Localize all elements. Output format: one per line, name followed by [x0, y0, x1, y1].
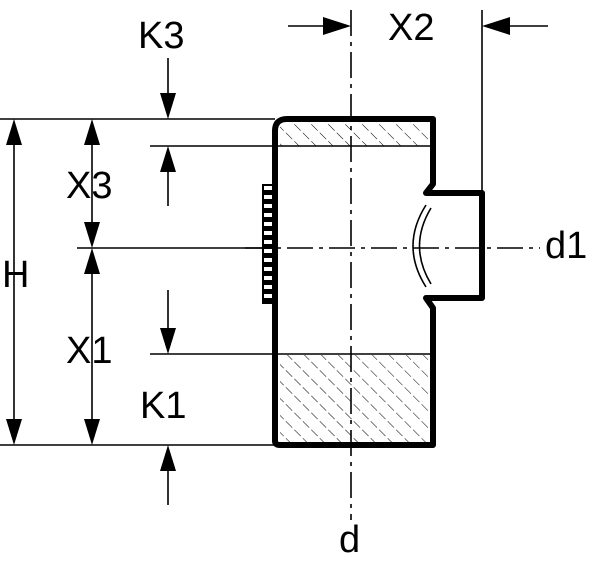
- label-h: H: [2, 254, 29, 296]
- dimension-x3: [84, 119, 100, 248]
- dimension-x2: [288, 17, 548, 35]
- label-x3: X3: [66, 165, 112, 207]
- label-x1: X1: [66, 330, 112, 372]
- upper-socket-hatch: [280, 121, 431, 146]
- grip-rib: [263, 199, 275, 204]
- label-d1: d1: [545, 225, 587, 267]
- label-k3: K3: [138, 15, 184, 57]
- fitting-body: [272, 116, 485, 448]
- grip-rib: [263, 208, 275, 213]
- grip-ribs: [262, 184, 275, 304]
- dimension-x1: [84, 248, 100, 445]
- label-d: d: [339, 519, 360, 561]
- grip-rib: [263, 298, 275, 303]
- dimension-h: [6, 119, 22, 445]
- label-x2: X2: [388, 7, 434, 49]
- dimension-k3: [160, 58, 176, 206]
- lower-socket-hatch: [280, 355, 431, 443]
- dimension-k1: [160, 290, 176, 505]
- grip-rib: [263, 217, 275, 222]
- grip-rib: [263, 262, 275, 267]
- grip-rib: [263, 271, 275, 276]
- grip-rib: [263, 190, 275, 195]
- grip-rib: [263, 244, 275, 249]
- grip-rib: [263, 280, 275, 285]
- grip-rib: [263, 253, 275, 258]
- extension-lines: [0, 10, 483, 446]
- grip-rib: [263, 235, 275, 240]
- label-k1: K1: [140, 385, 186, 427]
- grip-rib: [263, 289, 275, 294]
- grip-rib: [263, 226, 275, 231]
